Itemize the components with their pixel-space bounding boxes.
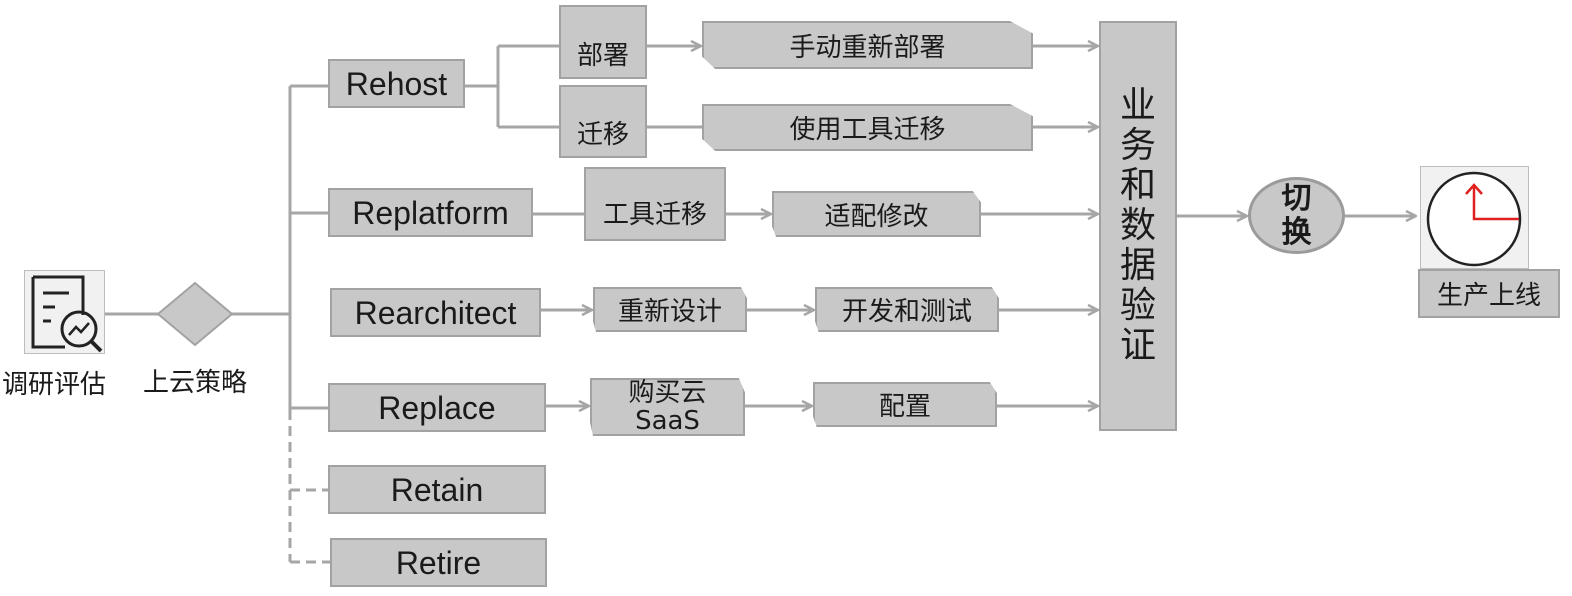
- validation-char: 证: [1119, 325, 1156, 366]
- step-redesign: 重新设计: [593, 287, 747, 332]
- production-label: 生产上线: [1418, 269, 1560, 318]
- switch-char: 切: [1281, 180, 1312, 216]
- strategy-replace: Replace: [328, 383, 546, 432]
- strategy-rehost: Rehost: [328, 59, 465, 108]
- clock-icon: [1420, 166, 1529, 269]
- step-buy-saas: 购买云 SaaS: [590, 378, 745, 436]
- step-adapt: 适配修改: [772, 191, 981, 237]
- strategy-retire: Retire: [330, 538, 547, 587]
- step-buy-saas-line2: SaaS: [635, 406, 700, 436]
- step-configure: 配置: [813, 382, 997, 427]
- step-dev-test: 开发和测试: [815, 287, 999, 332]
- start-label: 调研评估: [2, 370, 107, 400]
- validation-char: 业: [1119, 85, 1156, 126]
- strategy-replatform: Replatform: [328, 188, 533, 237]
- report-analysis-icon: [24, 270, 105, 354]
- strategy-rearchitect: Rearchitect: [330, 288, 541, 337]
- validation-char: 务: [1119, 125, 1156, 166]
- decision-diamond: [156, 281, 234, 347]
- validation-char: 验: [1119, 285, 1156, 326]
- step-tool-migrate: 使用工具迁移: [702, 104, 1033, 151]
- step-deploy: 部署: [559, 5, 647, 79]
- validation-box: 业 务 和 数 据 验 证: [1099, 21, 1177, 431]
- step-manual-redeploy: 手动重新部署: [702, 21, 1033, 69]
- switch-node: 切 换: [1248, 177, 1345, 254]
- strategy-retain: Retain: [328, 465, 546, 514]
- step-tool-migrate-replatform: 工具迁移: [584, 167, 726, 241]
- step-buy-saas-line1: 购买云: [628, 378, 707, 408]
- step-migrate: 迁移: [559, 85, 647, 158]
- validation-char: 和: [1119, 165, 1156, 206]
- switch-char: 换: [1281, 214, 1312, 250]
- decision-label: 上云策略: [143, 368, 248, 398]
- validation-char: 据: [1119, 245, 1156, 286]
- validation-char: 数: [1119, 205, 1156, 246]
